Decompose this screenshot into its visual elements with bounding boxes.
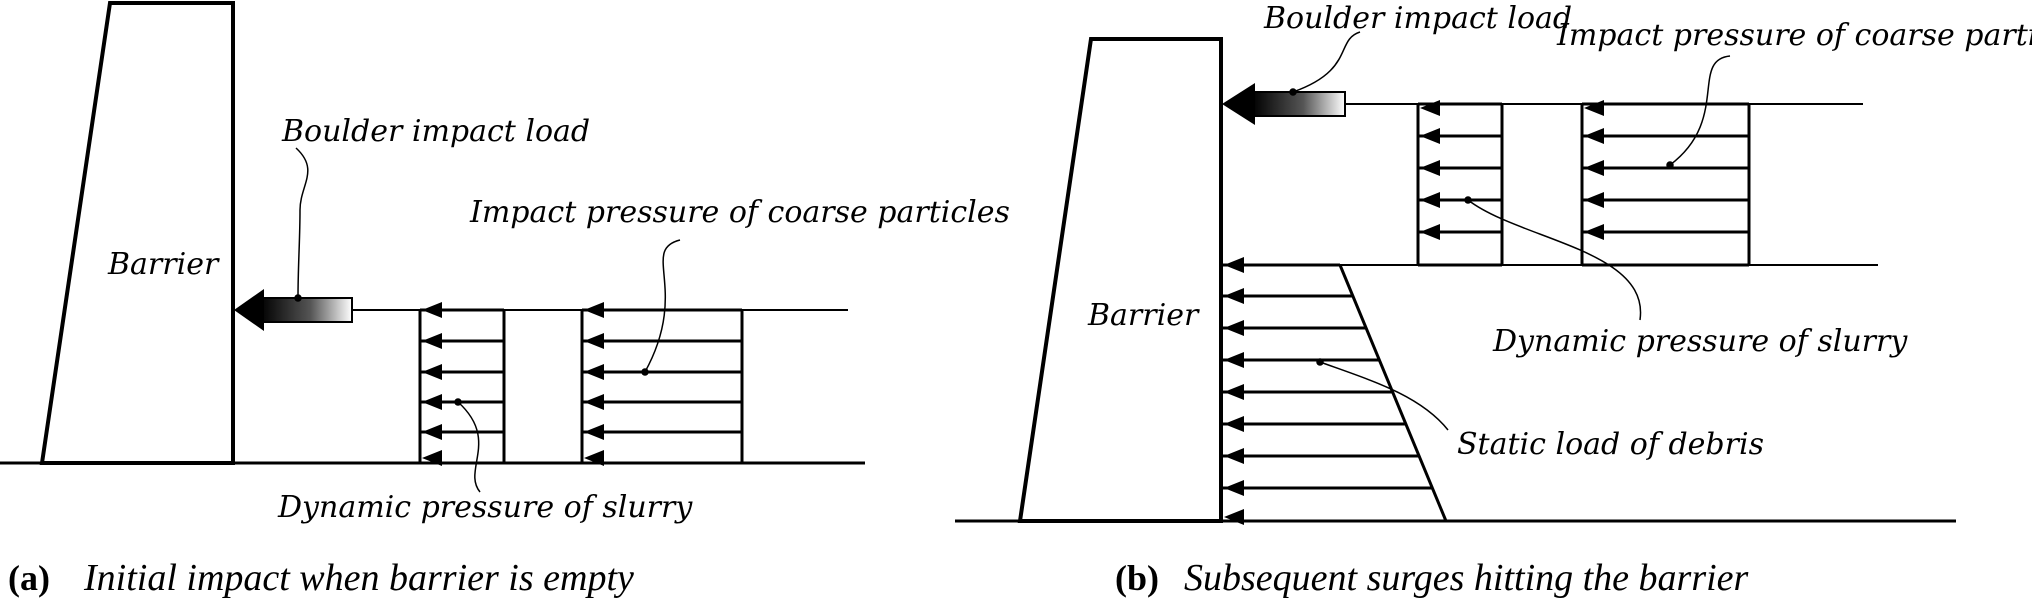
slurry-leader-a (454, 398, 481, 493)
caption-text-a: Initial impact when barrier is empty (83, 557, 634, 599)
coarse-leader-a (641, 239, 681, 376)
caption-text-b: Subsequent surges hitting the barrier (1184, 557, 1749, 599)
slurry-label-b: Dynamic pressure of slurry (1492, 324, 1908, 359)
slurry-block-a (418, 308, 506, 465)
panel-b: Barrier (955, 1, 2032, 599)
slurry-arrowheads-b (1420, 100, 1440, 240)
coarse-label-b: Impact pressure of coarse particles (1556, 18, 2032, 53)
coarse-arrowheads-a (584, 302, 604, 466)
boulder-label-a: Boulder impact load (281, 114, 590, 149)
slurry-block-b (1416, 102, 1504, 267)
barrier-a (39, 1, 235, 465)
coarse-leader-b (1666, 55, 1731, 169)
coarse-arrowheads-b (1584, 100, 1604, 240)
slurry-leader-b (1464, 196, 1642, 321)
boulder-leader-b (1289, 31, 1361, 96)
caption-tag-b: (b) (1115, 558, 1159, 598)
static-load-block-b (1222, 263, 1448, 522)
barrier-b (1017, 37, 1223, 523)
coarse-block-b (1580, 102, 1751, 267)
boulder-arrow-a (234, 289, 353, 331)
panel-a: Barrier (0, 1, 1010, 599)
barrier-label-b: Barrier (1087, 298, 1200, 333)
slurry-label-a: Dynamic pressure of slurry (277, 490, 693, 525)
coarse-block-a (580, 308, 744, 465)
slurry-arrowheads-a (422, 302, 442, 466)
caption-tag-a: (a) (8, 558, 50, 598)
boulder-arrow-b (1222, 83, 1346, 125)
boulder-label-b: Boulder impact load (1263, 1, 1572, 36)
boulder-leader-a (294, 147, 309, 302)
static-leader-b (1316, 358, 1449, 431)
coarse-label-a: Impact pressure of coarse particles (469, 195, 1010, 230)
barrier-label-a: Barrier (107, 247, 220, 282)
static-arrowheads-b (1224, 257, 1244, 525)
static-label-b: Static load of debris (1457, 427, 1764, 462)
